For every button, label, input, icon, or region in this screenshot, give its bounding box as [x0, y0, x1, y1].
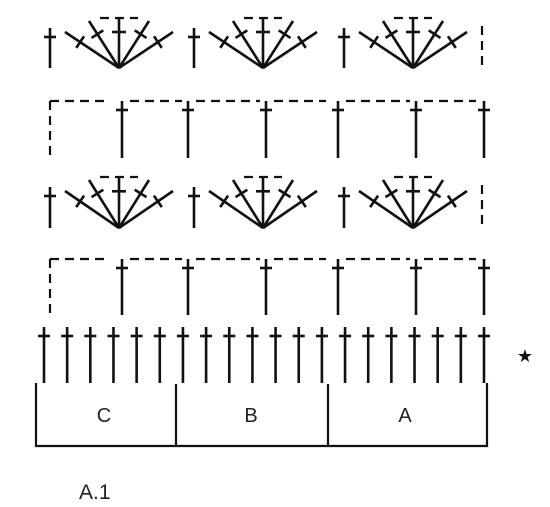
treble-crossbar: [296, 194, 307, 208]
fan-treble: [87, 179, 121, 229]
fan-treble: [412, 189, 468, 230]
treble-crossbar: [278, 29, 292, 40]
fan-treble: [261, 20, 295, 69]
section-label-a: A: [398, 405, 412, 427]
treble-crossbar: [219, 194, 230, 208]
section-boxes: [34, 383, 489, 448]
fan-treble: [118, 189, 174, 230]
treble-crossbar: [369, 194, 380, 208]
treble-crossbar: [428, 29, 442, 40]
fan-treble: [262, 189, 318, 230]
treble-crossbar: [384, 29, 398, 40]
fan-treble: [261, 179, 295, 229]
treble-crossbar: [133, 188, 148, 199]
fan-treble: [411, 20, 445, 69]
treble-crossbar: [134, 29, 148, 40]
treble-crossbar: [427, 188, 442, 199]
treble-crossbar: [219, 35, 230, 49]
fan-treble: [87, 20, 121, 69]
section-label-c: C: [97, 405, 111, 427]
fan-treble: [231, 20, 265, 69]
fan-treble: [117, 20, 151, 69]
chart-caption: A.1: [79, 481, 111, 504]
section-label-b: B: [244, 405, 257, 427]
treble-crossbar: [90, 188, 105, 199]
fan-treble: [64, 30, 120, 70]
treble-crossbar: [277, 188, 292, 199]
treble-crossbar: [90, 29, 104, 40]
treble-crossbar: [75, 194, 86, 208]
fan-treble: [381, 179, 415, 229]
fan-treble: [381, 20, 415, 69]
chart-symbols: [38, 16, 490, 383]
treble-crossbar: [446, 35, 457, 49]
treble-crossbar: [296, 35, 307, 49]
fan-treble: [208, 189, 264, 230]
treble-crossbar: [152, 194, 163, 208]
fan-treble: [412, 30, 468, 70]
fan-treble: [208, 30, 264, 70]
repeat-star-icon: ★: [517, 346, 533, 367]
treble-crossbar: [369, 35, 380, 49]
treble-crossbar: [384, 188, 399, 199]
treble-crossbar: [234, 188, 249, 199]
treble-crossbar: [234, 29, 248, 40]
treble-crossbar: [152, 35, 163, 49]
fan-treble: [358, 30, 414, 70]
fan-treble: [262, 30, 318, 70]
treble-crossbar: [446, 194, 457, 208]
fan-treble: [358, 189, 414, 230]
section-box-outline: [34, 383, 489, 448]
fan-treble: [118, 30, 174, 70]
fan-treble: [411, 179, 445, 229]
fan-treble: [117, 179, 151, 229]
fan-treble: [64, 189, 120, 230]
treble-crossbar: [75, 35, 86, 49]
fan-treble: [231, 179, 265, 229]
